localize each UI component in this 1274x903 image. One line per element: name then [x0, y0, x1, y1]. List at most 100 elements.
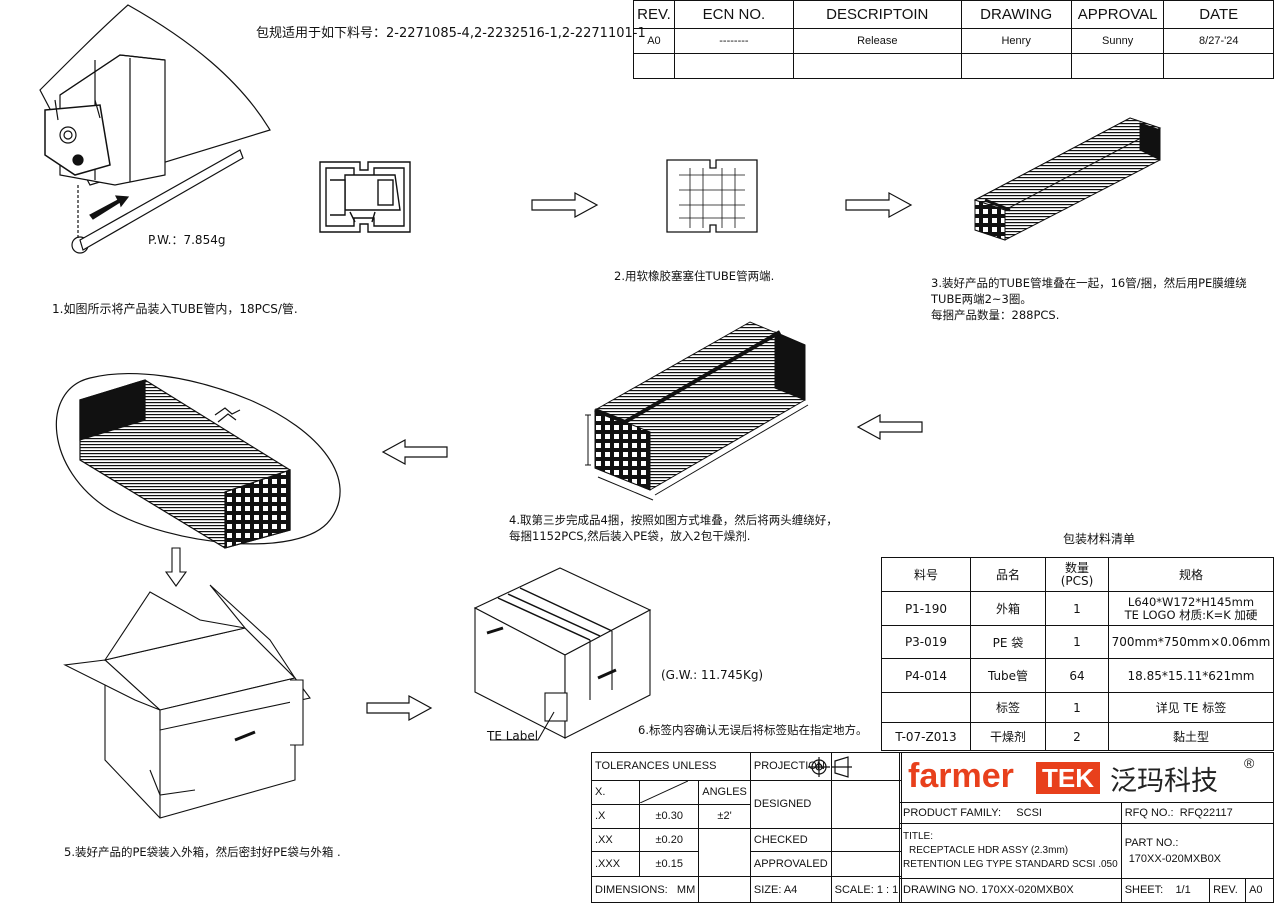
step5-text: 5.装好产品的PE袋装入外箱，然后密封好PE袋与外箱 .: [64, 845, 341, 859]
rev-header: REV.: [633, 0, 675, 29]
title-label: TITLE:: [903, 831, 934, 843]
bom-header-spec: 规格: [1108, 557, 1274, 592]
sheet-value: 1/1: [1175, 884, 1191, 897]
logo-registered-mark: ®: [1244, 755, 1255, 771]
date-cell-empty: [1163, 53, 1274, 79]
angle-value: ±2': [698, 804, 751, 829]
logo-chinese-text: 泛玛科技: [1110, 766, 1218, 797]
bom-cell: T-07-Z013: [881, 722, 971, 751]
logo-tek-box: TEK: [1036, 762, 1100, 794]
step4-pe-bag-bundle: [55, 373, 341, 549]
bom-cell: 700mm*750mm×0.06mm: [1108, 625, 1274, 659]
approvaled-label: APPROVALED: [749, 850, 832, 878]
dimensions-empty: [698, 876, 751, 903]
drawing-no: DRAWING NO. 170XX-020MXB0X: [899, 877, 1122, 903]
date-cell: 8/27-'24: [1163, 28, 1274, 54]
rfq-label: RFQ NO.:: [1124, 807, 1174, 820]
x2-label: .XX: [590, 827, 641, 852]
step1-text: 1.如图所示将产品装入TUBE管内，18PCS/管.: [52, 302, 298, 316]
bom-cell: 64: [1045, 658, 1109, 693]
step4-text-line1: 4.取第三步完成品4捆，按照如图方式堆叠，然后将两头缠绕好，: [509, 513, 838, 527]
bom-header-name: 品名: [970, 557, 1046, 592]
step2-text: 2.用软橡胶塞塞住TUBE管两端.: [614, 269, 775, 283]
dimensions-label: DIMENSIONS: MM: [590, 876, 700, 903]
drawing-cell: Henry: [960, 28, 1072, 54]
x-label: X.: [590, 779, 641, 806]
step5-open-carton: [63, 584, 311, 819]
approval-cell: Sunny: [1070, 28, 1165, 54]
logo-farmer-text: farmer: [908, 757, 1014, 795]
projection-symbol-cell: [830, 752, 903, 781]
size-label: SIZE: A4: [749, 876, 832, 903]
designed-label: DESIGNED: [749, 779, 832, 829]
arrow-down-icon: [164, 547, 188, 587]
arrow-left-icon: [381, 438, 448, 466]
part-label: PART NO.:: [1124, 837, 1179, 850]
bom-cell: P4-014: [881, 658, 971, 693]
product-family-value: SCSI: [1016, 807, 1042, 820]
bom-cell: PE 袋: [970, 625, 1046, 659]
scale-label: SCALE: 1 : 1: [830, 876, 903, 903]
bom-cell: 黏土型: [1108, 722, 1274, 751]
step2-rubber-plug: [666, 159, 758, 233]
drawing-header: DRAWING: [960, 0, 1072, 29]
rev-value-cell: A0: [1245, 877, 1274, 903]
arrow-left-icon: [856, 413, 923, 441]
title-cell: TITLE: RECEPTACLE HDR ASSY (2.3mm) RETEN…: [899, 823, 1122, 879]
ecn-cell: --------: [673, 28, 794, 54]
bom-cell: 1: [1045, 591, 1109, 626]
step6-text: 6.标签内容确认无误后将标签贴在指定地方。: [638, 723, 868, 737]
title-line1: RECEPTACLE HDR ASSY (2.3mm): [909, 845, 1069, 857]
title-block: TOLERANCES UNLESS PROJECTION X. ANGLES D…: [590, 751, 1274, 903]
tolerances-label: TOLERANCES UNLESS: [591, 752, 751, 781]
bom-cell: L640*W172*H145mm TE LOGO 材质:K=K 加硬: [1108, 591, 1274, 626]
product-family-cell: PRODUCT FAMILY: SCSI: [899, 802, 1122, 825]
bom-cell: 1: [1045, 625, 1109, 659]
description-header: DESCRIPTOIN: [792, 0, 962, 29]
step3-text-line3: 每捆产品数量：288PCS.: [931, 308, 1060, 322]
arrow-right-icon: [531, 191, 599, 219]
tolerance-table: TOLERANCES UNLESS PROJECTION X. ANGLES D…: [590, 752, 903, 903]
product-weight: P.W.：7.854g: [148, 233, 226, 247]
bom-header-qty: 数量 (PCS): [1045, 557, 1109, 592]
te-label-callout: TE Label: [487, 729, 539, 743]
sheet-cell: SHEET: 1/1: [1120, 877, 1211, 903]
title-line2: RETENTION LEG TYPE STANDARD SCSI .050: [903, 859, 1118, 871]
revision-table: REV. ECN NO. DESCRIPTOIN DRAWING APPROVA…: [633, 0, 1274, 79]
bom-cell: P3-019: [881, 625, 971, 659]
angles-empty: [698, 827, 751, 878]
bom-title: 包装材料清单: [1063, 532, 1136, 546]
bom-cell: P1-190: [881, 591, 971, 626]
approval-header: APPROVAL: [1070, 0, 1165, 29]
rfq-value: RFQ22117: [1179, 807, 1233, 820]
bom-cell: 1: [1045, 692, 1109, 723]
description-cell-empty: [792, 53, 962, 79]
ecn-header: ECN NO.: [673, 0, 794, 29]
approvaled-value: [830, 850, 903, 878]
drawing-info-table: farmer TEK 泛玛科技 ® PRODUCT FAMILY: SCSI R…: [899, 751, 1274, 903]
rev-cell-empty: [633, 53, 675, 79]
part-value: 170XX-020MXB0X: [1128, 853, 1222, 866]
bom-cell: 18.85*15.11*621mm: [1108, 658, 1274, 693]
rev-cell: A0: [633, 28, 675, 54]
designed-value: [830, 779, 903, 829]
step3-text-line1: 3.装好产品的TUBE管堆叠在一起，16管/捆，然后用PE膜缠绕: [931, 276, 1247, 290]
x3-label: .XXX: [590, 850, 641, 878]
x3-value: ±0.15: [639, 850, 700, 878]
arrow-right-icon: [366, 694, 433, 722]
dimensions-text: DIMENSIONS:: [595, 883, 668, 896]
x-diagonal-cell: [639, 779, 700, 806]
checked-value: [830, 827, 903, 852]
rfq-cell: RFQ NO.: RFQ22117: [1120, 802, 1274, 825]
approval-cell-empty: [1070, 53, 1165, 79]
arrow-right-icon: [845, 191, 913, 219]
bom-header-part: 料号: [881, 557, 971, 592]
projection-label: PROJECTION: [749, 752, 832, 781]
dimensions-unit: MM: [676, 883, 696, 896]
checked-label: CHECKED: [749, 827, 832, 852]
bom-cell: 2: [1045, 722, 1109, 751]
step6-closed-carton: [473, 567, 652, 741]
step4-text-line2: 每捆1152PCS,然后装入PE袋，放入2包干燥剂.: [509, 529, 751, 543]
